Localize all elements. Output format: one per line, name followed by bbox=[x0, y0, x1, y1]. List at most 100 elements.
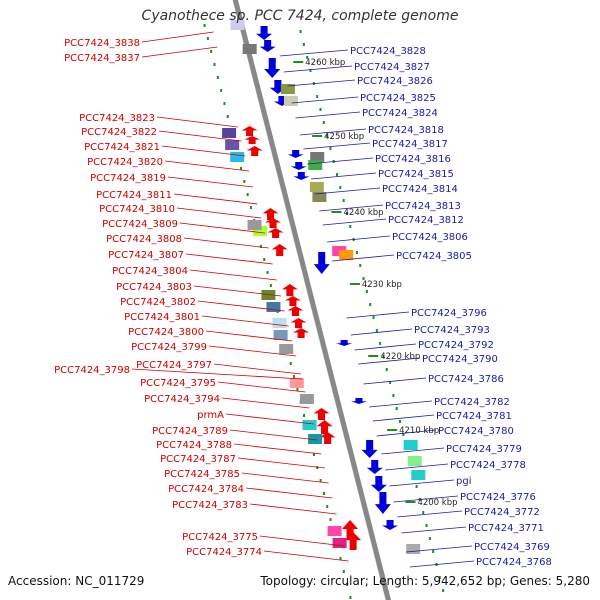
track-dot bbox=[369, 303, 372, 306]
gene-leader-line bbox=[299, 128, 367, 136]
gene-label: PCC7424_3789 bbox=[152, 426, 228, 437]
track-dot bbox=[346, 583, 349, 586]
gene-label: PCC7424_3774 bbox=[186, 547, 262, 558]
gene-leader-line bbox=[225, 413, 314, 425]
gene-leader-line bbox=[233, 443, 322, 455]
reverse-strand-gene bbox=[382, 520, 399, 530]
track-dot bbox=[216, 76, 219, 79]
track-dot bbox=[372, 316, 375, 319]
annotation-feature bbox=[332, 538, 347, 548]
backbone-line bbox=[232, 0, 392, 600]
gene-leader-line bbox=[179, 222, 265, 234]
gene-leader-line bbox=[259, 535, 345, 547]
forward-strand-gene bbox=[319, 432, 336, 444]
track-dot bbox=[415, 485, 418, 488]
gene-label: PCC7424_3776 bbox=[460, 492, 536, 503]
track-dot bbox=[269, 284, 272, 287]
gene-leader-line bbox=[354, 343, 417, 351]
annotation-feature bbox=[261, 290, 276, 300]
kbp-tick-label: 4220 kbp bbox=[380, 352, 420, 362]
gene-leader-line bbox=[141, 31, 214, 43]
track-dot bbox=[296, 388, 299, 391]
annotation-feature bbox=[266, 302, 281, 312]
track-dot bbox=[206, 37, 209, 40]
gene-label: PCC7424_3788 bbox=[156, 440, 232, 451]
gene-label: PCC7424_3779 bbox=[446, 444, 522, 455]
track-dot bbox=[389, 381, 392, 384]
annotation-feature bbox=[339, 250, 354, 260]
gene-label: PCC7424_3794 bbox=[144, 394, 220, 405]
reverse-strand-gene bbox=[287, 150, 304, 158]
gene-label: PCC7424_3824 bbox=[362, 108, 438, 119]
reverse-strand-gene bbox=[264, 58, 281, 78]
track-dot bbox=[339, 557, 342, 560]
annotation-feature bbox=[312, 192, 327, 202]
gene-label: PCC7424_3769 bbox=[474, 542, 550, 553]
gene-label: PCC7424_3793 bbox=[414, 325, 490, 336]
gene-leader-line bbox=[401, 526, 467, 534]
gene-label: PCC7424_3813 bbox=[385, 201, 461, 212]
gene-leader-line bbox=[283, 65, 353, 73]
track-dot bbox=[223, 102, 226, 105]
gene-leader-line bbox=[208, 345, 297, 357]
forward-strand-gene bbox=[342, 520, 359, 540]
track-dot bbox=[422, 511, 425, 514]
gene-label: PCC7424_3787 bbox=[160, 454, 236, 465]
gene-leader-line bbox=[164, 160, 250, 172]
forward-strand-gene bbox=[287, 306, 304, 316]
annotation-feature bbox=[327, 526, 342, 536]
gene-leader-line bbox=[363, 377, 427, 385]
annotation-feature bbox=[308, 160, 323, 170]
gene-label: PCC7424_3827 bbox=[354, 62, 430, 73]
annotation-feature bbox=[272, 318, 287, 328]
gene-leader-line bbox=[221, 397, 310, 409]
gene-label: PCC7424_3804 bbox=[112, 266, 188, 277]
annotation-feature bbox=[309, 182, 324, 192]
track-dot bbox=[312, 453, 315, 456]
gene-leader-line bbox=[189, 269, 277, 281]
gene-label: PCC7424_3786 bbox=[428, 374, 504, 385]
gene-label: PCC7424_3785 bbox=[164, 469, 240, 480]
track-dot bbox=[319, 108, 322, 111]
annotation-feature bbox=[302, 420, 317, 430]
right-gene-labels: PCC7424_3828PCC7424_3827PCC7424_3826PCC7… bbox=[279, 46, 552, 568]
gene-label: PCC7424_3822 bbox=[81, 127, 157, 138]
gene-label: PCC7424_3816 bbox=[375, 154, 451, 165]
track-dot bbox=[293, 375, 296, 378]
gene-label: PCC7424_3811 bbox=[96, 190, 172, 201]
reverse-strand-gene bbox=[336, 340, 353, 346]
gene-label: PCC7424_3810 bbox=[99, 204, 175, 215]
track-dot bbox=[342, 570, 345, 573]
forward-strand-gene bbox=[313, 408, 330, 420]
annotation-feature bbox=[289, 378, 304, 388]
forward-strand-gene bbox=[284, 296, 301, 306]
track-dot bbox=[355, 251, 358, 254]
track-dot bbox=[382, 355, 385, 358]
track-dot bbox=[263, 258, 266, 261]
annotation-feature bbox=[230, 152, 245, 162]
gene-label: PCC7424_3797 bbox=[136, 360, 212, 371]
annotation-feature bbox=[411, 470, 426, 480]
track-dot bbox=[402, 433, 405, 436]
track-dot bbox=[329, 518, 332, 521]
track-dot bbox=[342, 199, 345, 202]
gene-label: PCC7424_3802 bbox=[120, 297, 196, 308]
track-dot bbox=[259, 245, 262, 248]
track-dot bbox=[359, 264, 362, 267]
gene-leader-line bbox=[141, 46, 218, 58]
annotation-feature bbox=[406, 544, 421, 554]
gene-leader-line bbox=[173, 193, 258, 205]
track-dot bbox=[289, 362, 292, 365]
track-dot bbox=[349, 596, 352, 599]
gene-label: PCC7424_3768 bbox=[476, 557, 552, 568]
track-dot bbox=[266, 271, 269, 274]
gene-leader-line bbox=[307, 157, 374, 165]
track-dot bbox=[220, 89, 223, 92]
forward-strand-gene bbox=[246, 146, 263, 156]
gene-leader-line bbox=[287, 79, 356, 87]
track-dot bbox=[375, 329, 378, 332]
gene-leader-line bbox=[237, 457, 325, 469]
reverse-strand-gene bbox=[290, 162, 307, 170]
track-dot bbox=[326, 505, 329, 508]
gene-leader-line bbox=[397, 510, 463, 518]
